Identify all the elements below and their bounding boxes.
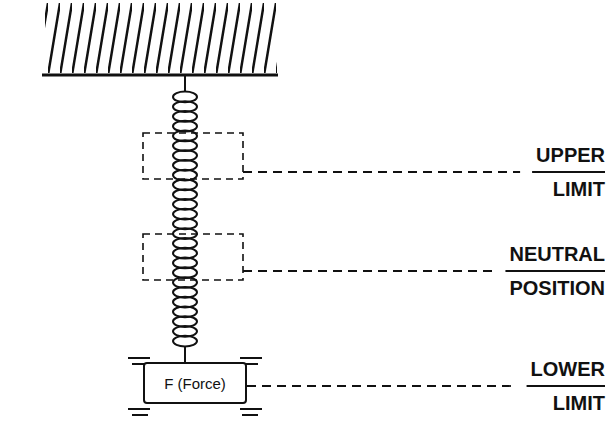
spring-coil — [173, 75, 197, 362]
weight-label: F (Force) — [164, 375, 226, 392]
weight-box: F (Force) — [143, 362, 247, 404]
neutral-position-marker — [143, 234, 243, 280]
upper-limit-label: UPPER LIMIT — [536, 138, 605, 206]
ceiling-line — [42, 74, 278, 77]
leader-line — [247, 385, 515, 387]
label-rule — [527, 385, 605, 387]
label-rule — [505, 270, 605, 272]
motion-lines — [128, 358, 262, 415]
leader-line — [243, 171, 520, 173]
label-rule — [532, 171, 605, 173]
upper-limit-marker — [143, 133, 243, 179]
ceiling-hatch — [45, 3, 277, 73]
leader-line — [243, 270, 493, 272]
neutral-position-label: NEUTRAL POSITION — [509, 237, 605, 305]
lower-limit-label: LOWER LIMIT — [531, 352, 605, 420]
